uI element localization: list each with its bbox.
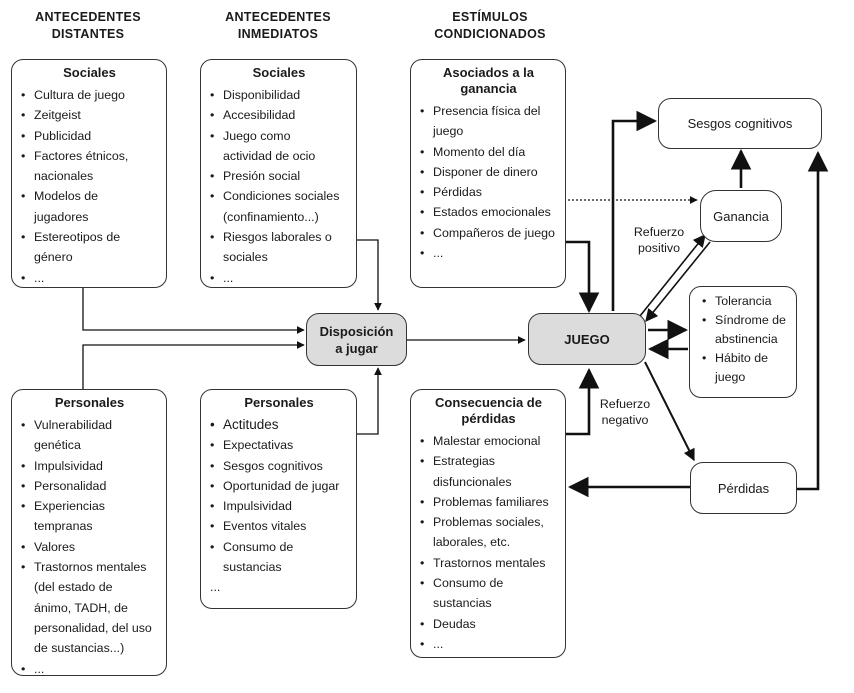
list-item: Disponer de dinero [420,162,557,183]
item-list: Cultura de juego Zeitgeist Publicidad Fa… [21,85,158,288]
header-line: ANTECEDENTES [35,10,141,24]
ellipsis: ... [210,580,221,595]
arrow-perdidas-sesgos [797,150,829,491]
list-item: Estados emocionales [420,202,557,223]
node-sesgos-cognitivos: Sesgos cognitivos [658,98,822,149]
list-item: Impulsividad [210,496,348,517]
list-item: ... [210,268,348,289]
list-item: Condiciones sociales(confinamiento...) [210,186,348,227]
arrow-personales-inmediatos [357,367,382,435]
list-item: Pérdidas [420,182,557,203]
header-line: INMEDIATOS [237,27,319,41]
arrow-juego-ganancia [639,234,706,317]
box-sociales-inmediatos: Sociales Disponibilidad Accesibilidad Ju… [200,59,357,288]
item-list: Actitudes Expectativas Sesgos cognitivos… [210,415,348,577]
list-item: Impulsividad [21,456,158,477]
arrow-ganancia-box-juego [566,240,600,314]
node-perdidas: Pérdidas [690,462,797,514]
list-item: Factores étnicos,nacionales [21,146,158,187]
arrow-perdidas-box-juego [566,367,600,436]
header-line: ANTECEDENTES [225,10,331,24]
list-item: Zeitgeist [21,105,158,126]
list-item: ... [420,243,557,264]
header-line: CONDICIONADOS [434,27,546,41]
list-item: Actitudes [210,415,348,436]
list-item: Malestar emocional [420,431,557,452]
box-title: Personales [54,395,125,410]
list-item: Cultura de juego [21,85,158,106]
list-item: Deudas [420,614,557,635]
header-antecedentes-inmediatos: ANTECEDENTES INMEDIATOS [218,9,338,43]
arrow-personales-distantes [82,341,305,390]
arrow-juego-perdidas [644,361,695,462]
list-item: Presión social [210,166,348,187]
list-item: Oportunidad de jugar [210,476,348,497]
list-item: ... [21,659,158,680]
list-item: Trastornos mentales(del estado deánimo, … [21,557,158,658]
list-item: Problemas sociales,laborales, etc. [420,512,557,553]
box-title: Sociales [63,65,116,80]
header-antecedentes-distantes: ANTECEDENTES DISTANTES [28,9,148,43]
list-item: Accesibilidad [210,105,348,126]
list-item: Tolerancia [702,292,790,311]
header-line: DISTANTES [51,27,125,41]
arrow-juego-sesgos [611,110,658,311]
arrow-sociales-inmediatos [357,239,382,311]
list-item: Compañeros de juego [420,223,557,244]
list-item: Valores [21,537,158,558]
list-item: Disponibilidad [210,85,348,106]
list-item: Personalidad [21,476,158,497]
list-item: ... [21,268,158,289]
list-item: Momento del día [420,142,557,163]
list-item: Problemas familiares [420,492,557,513]
list-item: Publicidad [21,126,158,147]
box-personales-inmediatos: Personales Actitudes Expectativas Sesgos… [200,389,357,609]
item-list: Disponibilidad Accesibilidad Juego comoa… [210,85,348,288]
list-item: Sesgos cognitivos [210,456,348,477]
node-ganancia: Ganancia [700,190,782,242]
node-juego: JUEGO [528,313,646,365]
list-item: Eventos vitales [210,516,348,537]
item-list: Malestar emocional Estrategiasdisfuncion… [420,431,557,655]
header-line: ESTÍMULOS [452,10,528,24]
arrow-ganancia-juego [645,241,711,322]
arrow-sociales-distantes [82,287,305,334]
box-sociales-distantes: Sociales Cultura de juego Zeitgeist Publ… [11,59,167,288]
header-estimulos-condicionados: ESTÍMULOS CONDICIONADOS [420,9,560,43]
list-item: Trastornos mentales [420,553,557,574]
list-item: ... [420,634,557,655]
list-item: Expectativas [210,435,348,456]
box-title: Personales [244,395,314,410]
box-title: Sociales [252,65,306,80]
